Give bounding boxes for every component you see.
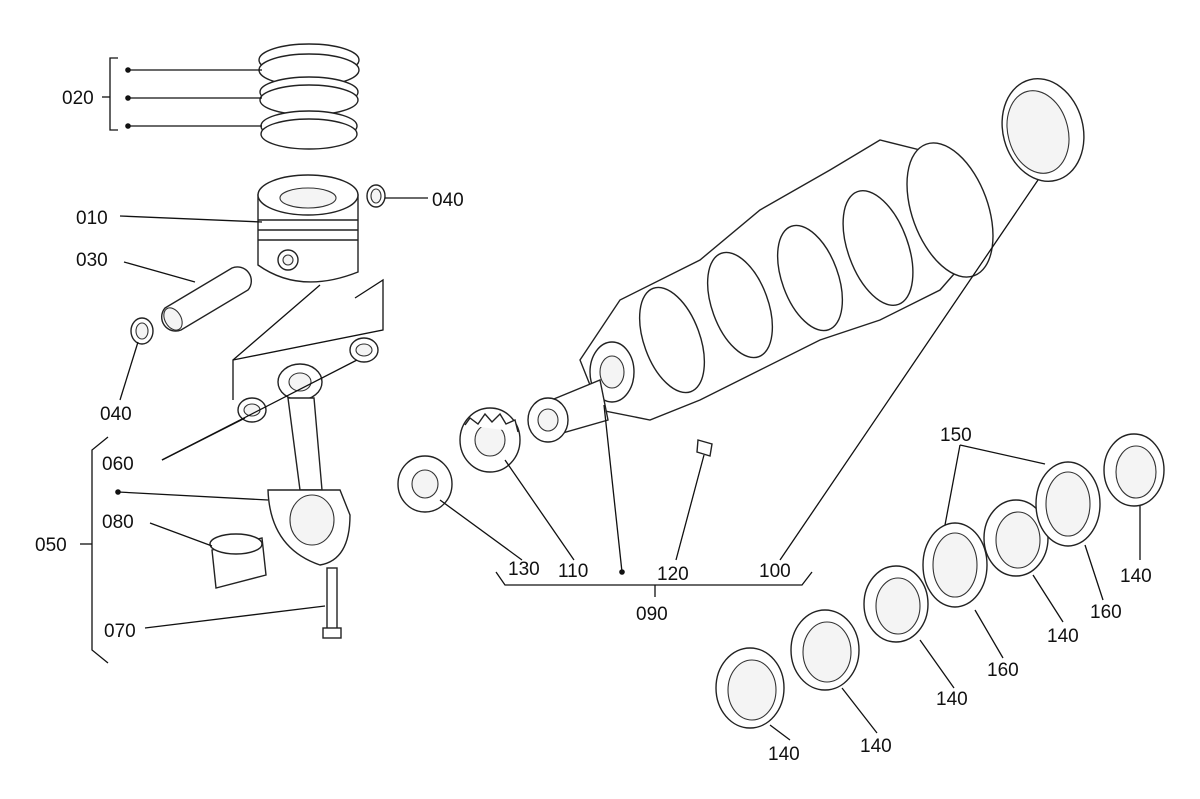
bracket-050 [80, 436, 109, 664]
snap-ring-upper[interactable] [366, 184, 386, 208]
label-010[interactable]: 010 [76, 208, 108, 229]
assembly-outline [232, 278, 384, 400]
label-130[interactable]: 130 [508, 559, 540, 580]
label-140-3[interactable]: 140 [936, 689, 968, 710]
piston-pin[interactable] [160, 266, 253, 333]
label-060[interactable]: 060 [102, 454, 134, 475]
label-080[interactable]: 080 [102, 512, 134, 533]
label-140-5[interactable]: 140 [768, 744, 800, 765]
label-140-2[interactable]: 140 [1047, 626, 1079, 647]
label-160-left[interactable]: 160 [987, 660, 1019, 681]
label-020[interactable]: 020 [62, 88, 94, 109]
splined-sleeve [527, 397, 569, 443]
woodruff-key[interactable] [696, 439, 713, 457]
thrust-washer-1[interactable] [922, 522, 988, 608]
snap-ring-lower[interactable] [130, 317, 154, 345]
crankshaft[interactable] [579, 131, 1010, 421]
small-gear[interactable] [397, 455, 453, 513]
bracket-020 [102, 57, 118, 131]
rear-seal-sleeve[interactable] [991, 69, 1095, 190]
label-140-4[interactable]: 140 [860, 736, 892, 757]
crank-gear[interactable] [459, 407, 521, 473]
label-040-upper[interactable]: 040 [432, 190, 464, 211]
label-100[interactable]: 100 [759, 561, 791, 582]
label-040-lower[interactable]: 040 [100, 404, 132, 425]
label-110[interactable]: 110 [558, 561, 588, 582]
rod-bolt[interactable] [322, 567, 342, 639]
main-bearing-5[interactable] [1103, 433, 1165, 507]
main-bearing-2[interactable] [790, 609, 860, 691]
label-050[interactable]: 050 [35, 535, 67, 556]
label-160-right[interactable]: 160 [1090, 602, 1122, 623]
connecting-rod[interactable] [267, 363, 351, 566]
label-150[interactable]: 150 [940, 425, 972, 446]
main-bearing-1[interactable] [715, 647, 785, 729]
leader-lines [115, 67, 1141, 741]
bushing-right[interactable] [349, 337, 379, 363]
label-030[interactable]: 030 [76, 250, 108, 271]
bushing-left[interactable] [237, 397, 267, 423]
bracket-090 [495, 571, 813, 597]
rod-bearing[interactable] [209, 533, 267, 589]
thrust-washer-2[interactable] [1035, 461, 1101, 547]
label-140-1[interactable]: 140 [1120, 566, 1152, 587]
piston-rings[interactable] [258, 43, 360, 150]
label-070[interactable]: 070 [104, 621, 136, 642]
label-120[interactable]: 120 [657, 564, 689, 585]
main-bearing-3[interactable] [863, 565, 929, 643]
piston[interactable] [257, 174, 359, 283]
main-bearing-4[interactable] [983, 499, 1049, 577]
part-labels: 020 010 040 030 040 060 050 080 070 130 … [35, 88, 1152, 765]
label-090[interactable]: 090 [636, 604, 668, 625]
